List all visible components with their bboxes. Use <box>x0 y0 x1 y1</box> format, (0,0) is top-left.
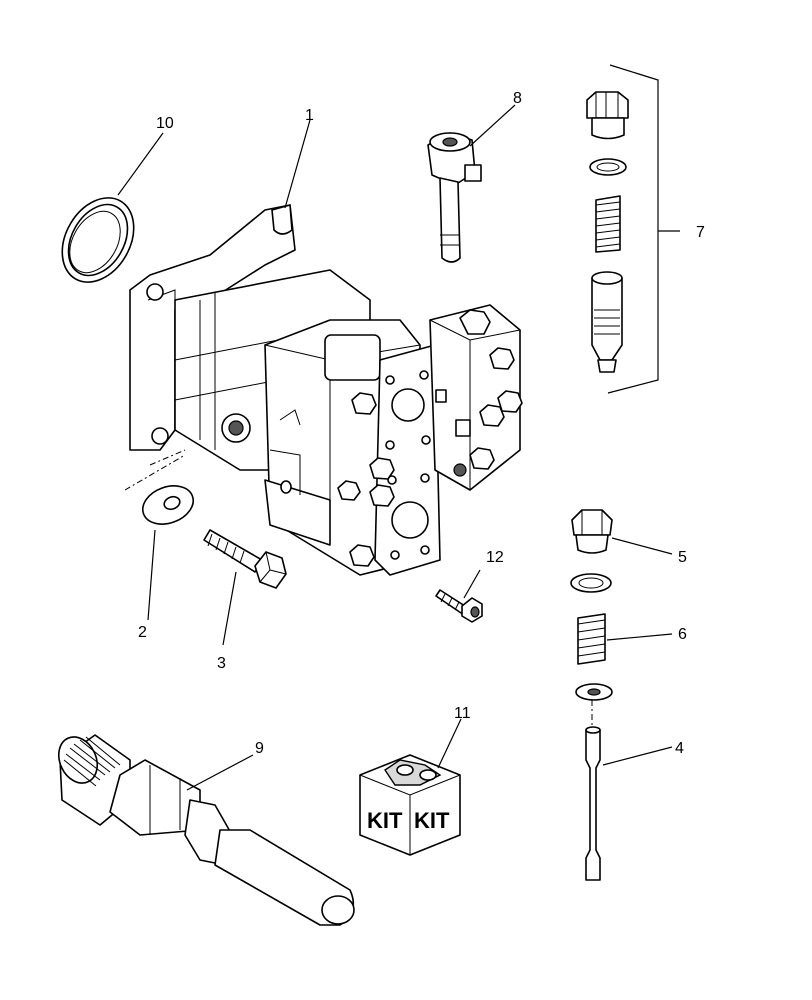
small-washer-part <box>575 683 613 701</box>
callout-3: 3 <box>217 655 226 672</box>
solenoid-cartridge-part <box>427 132 482 263</box>
upper-piston <box>591 271 623 373</box>
callout-4: 4 <box>675 740 684 757</box>
plug-part <box>571 509 613 554</box>
callout-2: 2 <box>138 624 147 641</box>
upper-spring <box>595 195 621 253</box>
relief-valve-assembly-part <box>586 64 659 394</box>
callout-6: 6 <box>678 626 687 643</box>
pump-bolt-heads <box>337 309 523 567</box>
callout-11: 11 <box>454 705 471 722</box>
callout-5: 5 <box>678 549 687 566</box>
callout-1: 1 <box>305 107 314 124</box>
socket-screw-part <box>435 589 483 623</box>
cap-screw-part <box>203 529 287 589</box>
flat-washer-part <box>142 485 194 525</box>
seal-washer-part <box>570 573 612 593</box>
kit-box-part: KIT KIT <box>359 754 461 856</box>
callout-9: 9 <box>255 740 264 757</box>
callout-7: 7 <box>696 224 705 241</box>
callout-10: 10 <box>156 115 174 132</box>
kit-label-right: KIT <box>414 808 450 833</box>
valve-stem-part <box>585 700 601 881</box>
callout-labels: 1 2 3 4 5 6 7 8 9 10 11 12 <box>138 90 705 757</box>
o-ring-part <box>61 197 135 283</box>
pump-body-part <box>124 204 523 576</box>
kit-label-left: KIT <box>367 808 403 833</box>
leader-lines <box>117 104 680 791</box>
callout-12: 12 <box>486 549 504 566</box>
spring-part <box>577 613 606 665</box>
drive-shaft-part <box>57 734 355 926</box>
callout-8: 8 <box>513 90 522 107</box>
